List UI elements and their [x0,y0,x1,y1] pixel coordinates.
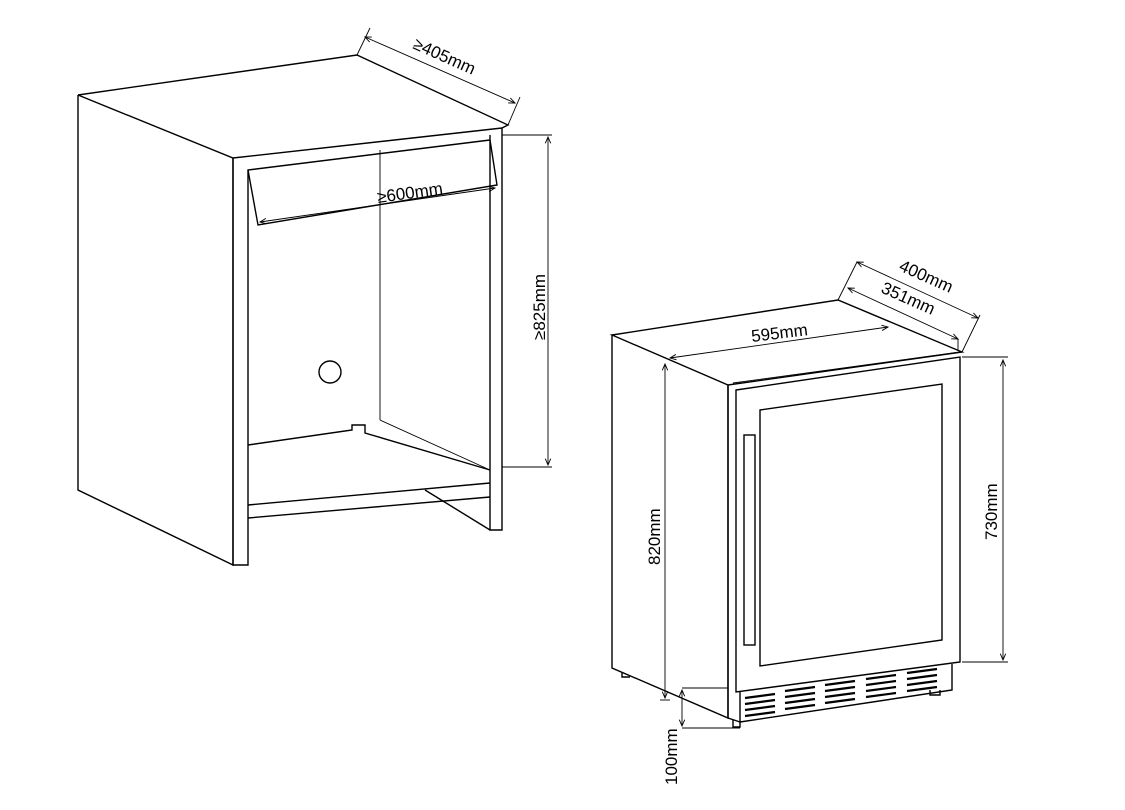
appliance-plinth-label: 100mm [662,728,681,785]
cabinet-height-label: ≥825mm [530,274,549,340]
vent-grille [744,667,938,718]
door-handle [743,434,756,646]
appliance-height-total-label: 820mm [645,508,664,565]
appliance-drawing: 595mm 400mm 351mm 730mm 820mm 100mm [609,256,1008,785]
cable-hole [318,360,342,384]
appliance-width-label: 595mm [750,320,809,346]
cabinet-drawing: ≥405mm ≥600mm ≥825mm [77,27,552,567]
appliance-height-body-label: 730mm [982,483,1001,540]
cabinet-width-label: ≥600mm [376,179,444,207]
